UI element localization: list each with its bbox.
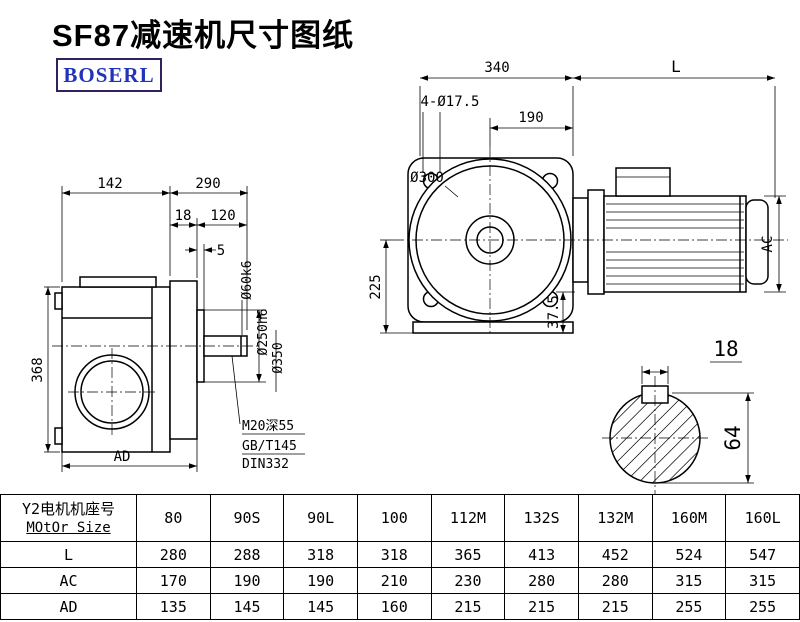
front-view-centerlines bbox=[393, 146, 788, 334]
thread-note: M20深55 bbox=[242, 419, 294, 434]
value-cell: 210 bbox=[356, 567, 432, 594]
value-cell: 280 bbox=[136, 541, 211, 568]
gb-standard-note: GB/T145 bbox=[242, 439, 297, 454]
gearbox-side-body bbox=[54, 276, 248, 453]
frame-size-cell: 160M bbox=[651, 494, 727, 542]
frame-size-cell: 90S bbox=[209, 494, 285, 542]
dim-142-label: 142 bbox=[97, 176, 122, 192]
logo-text: BOSERL bbox=[63, 62, 155, 87]
dim-340-label: 340 bbox=[484, 60, 509, 76]
row-header-line1: Y2电机机座号 bbox=[21, 500, 116, 518]
side-view: 142 290 18 120 5 368 AD Ø60k6 Ø250h6 Ø35… bbox=[30, 176, 305, 472]
dim-120-label: 120 bbox=[210, 208, 235, 224]
value-cell: 135 bbox=[136, 593, 211, 620]
frame-size-cell: 132M bbox=[577, 494, 653, 542]
bolt-holes-label: 4-Ø17.5 bbox=[420, 94, 479, 110]
motor-size-table: Y2电机机座号 MOtOr Size 80 90S 90L 100 112M 1… bbox=[0, 494, 800, 620]
frame-size-cell: 90L bbox=[283, 494, 358, 542]
din-standard-note: DIN332 bbox=[242, 457, 289, 472]
dim-225-label: 225 bbox=[368, 274, 384, 299]
boserl-logo: BOSERL bbox=[56, 58, 162, 92]
value-cell: 145 bbox=[209, 593, 285, 620]
value-cell: 215 bbox=[430, 593, 506, 620]
value-cell: 315 bbox=[725, 567, 800, 594]
dim-L-label: L bbox=[671, 57, 681, 76]
table-row-L: L 280 288 318 318 365 413 452 524 547 bbox=[0, 541, 800, 568]
section-dim-lines bbox=[641, 361, 754, 484]
dim-37-5-label: 37.5 bbox=[546, 295, 562, 329]
section-arrows bbox=[642, 369, 751, 483]
shaft-section-view: 18 64 bbox=[602, 337, 754, 494]
frame-size-cell: 160L bbox=[725, 494, 800, 542]
frame-size-cell: 112M bbox=[430, 494, 506, 542]
side-view-dim-lines bbox=[44, 186, 305, 472]
value-cell: 280 bbox=[577, 567, 653, 594]
value-cell: 255 bbox=[725, 593, 800, 620]
base-foot bbox=[412, 321, 574, 334]
dim-ad-label: AD bbox=[114, 449, 131, 465]
technical-drawing: 142 290 18 120 5 368 AD Ø60k6 Ø250h6 Ø35… bbox=[30, 57, 788, 494]
row-label: AC bbox=[0, 567, 137, 594]
flange-circle-label: Ø300 bbox=[410, 170, 444, 186]
value-cell: 365 bbox=[430, 541, 506, 568]
frame-size-cell: 100 bbox=[356, 494, 432, 542]
frame-size-cell: 132S bbox=[504, 494, 579, 542]
value-cell: 318 bbox=[283, 541, 358, 568]
value-cell: 255 bbox=[651, 593, 727, 620]
spigot-diameter-label: Ø250h6 bbox=[256, 309, 271, 356]
dim-5-label: 5 bbox=[217, 243, 225, 259]
value-cell: 170 bbox=[136, 567, 211, 594]
frame-size-cell: 80 bbox=[136, 494, 211, 542]
table-row-AD: AD 135 145 145 160 215 215 215 255 255 bbox=[0, 593, 800, 620]
value-cell: 547 bbox=[725, 541, 800, 568]
row-header-line2: MOtOr Size bbox=[26, 520, 111, 536]
value-cell: 160 bbox=[356, 593, 432, 620]
motor bbox=[572, 167, 769, 295]
dim-368-label: 368 bbox=[30, 357, 46, 382]
value-cell: 215 bbox=[504, 593, 579, 620]
value-cell: 190 bbox=[283, 567, 358, 594]
flange-diameter-label: Ø350 bbox=[271, 342, 286, 373]
value-cell: 230 bbox=[430, 567, 506, 594]
dim-190-label: 190 bbox=[518, 110, 543, 126]
value-cell: 315 bbox=[651, 567, 727, 594]
row-header-cell: Y2电机机座号 MOtOr Size bbox=[0, 494, 137, 542]
table-row-AC: AC 170 190 190 210 230 280 280 315 315 bbox=[0, 567, 800, 594]
key-width-label: 18 bbox=[713, 337, 738, 361]
row-label: AD bbox=[0, 593, 137, 620]
value-cell: 288 bbox=[209, 541, 285, 568]
row-label: L bbox=[0, 541, 137, 568]
value-cell: 452 bbox=[577, 541, 653, 568]
front-view-arrows bbox=[383, 75, 782, 333]
terminal-box bbox=[615, 167, 671, 197]
dim-ac-label: AC bbox=[760, 236, 776, 253]
motor-flange bbox=[587, 189, 605, 295]
motor-body bbox=[603, 195, 747, 293]
side-view-centerlines bbox=[52, 345, 258, 438]
page-title: SF87减速机尺寸图纸 bbox=[52, 18, 355, 53]
dim-18-label: 18 bbox=[175, 208, 192, 224]
table-header-row: Y2电机机座号 MOtOr Size 80 90S 90L 100 112M 1… bbox=[0, 494, 800, 542]
value-cell: 318 bbox=[356, 541, 432, 568]
value-cell: 190 bbox=[209, 567, 285, 594]
key-height-label: 64 bbox=[721, 425, 745, 450]
front-view-dim-lines bbox=[380, 77, 786, 334]
output-flange bbox=[169, 280, 198, 440]
section-centerlines bbox=[602, 376, 708, 494]
side-view-arrows bbox=[45, 190, 262, 469]
value-cell: 215 bbox=[577, 593, 653, 620]
front-view: 340 L 4-Ø17.5 190 Ø300 225 37.5 AC bbox=[368, 57, 788, 334]
value-cell: 280 bbox=[504, 567, 579, 594]
shaft-diameter-label: Ø60k6 bbox=[240, 260, 255, 299]
value-cell: 524 bbox=[651, 541, 727, 568]
dim-290-label: 290 bbox=[195, 176, 220, 192]
value-cell: 145 bbox=[283, 593, 358, 620]
value-cell: 413 bbox=[504, 541, 579, 568]
fan-cover bbox=[745, 199, 769, 285]
